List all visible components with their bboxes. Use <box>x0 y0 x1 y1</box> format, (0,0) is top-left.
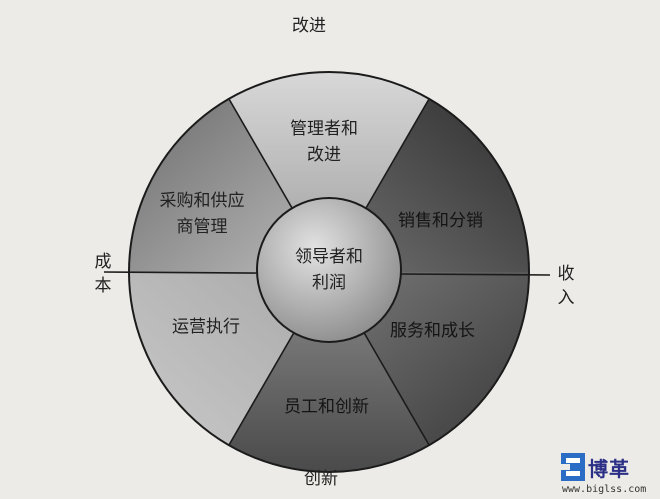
center-label: 领导者和利润 <box>295 247 363 293</box>
logo-mark-icon <box>561 453 585 481</box>
segment-label-operations: 运营执行 <box>172 317 240 337</box>
segment-top <box>229 72 429 272</box>
logo-brand-text: 博革 <box>588 457 630 481</box>
segment-label-management: 管理者和改进 <box>290 119 358 165</box>
segment-label-employees: 员工和创新 <box>284 397 369 417</box>
brand-logo: 博革 www.biglss.com <box>560 452 660 495</box>
segment-bottom <box>229 272 429 472</box>
label-improve: 改进 <box>292 16 326 36</box>
segment-label-sales: 销售和分销 <box>398 211 483 231</box>
label-innovation: 创新 <box>304 469 338 489</box>
segment-label-procurement: 采购和供应商管理 <box>159 191 245 237</box>
label-revenue: 收入 <box>557 264 575 308</box>
label-cost: 成本 <box>94 252 112 296</box>
center-circle <box>256 197 402 343</box>
logo-url: www.biglss.com <box>562 484 647 495</box>
segment-label-service: 服务和成长 <box>390 321 475 341</box>
